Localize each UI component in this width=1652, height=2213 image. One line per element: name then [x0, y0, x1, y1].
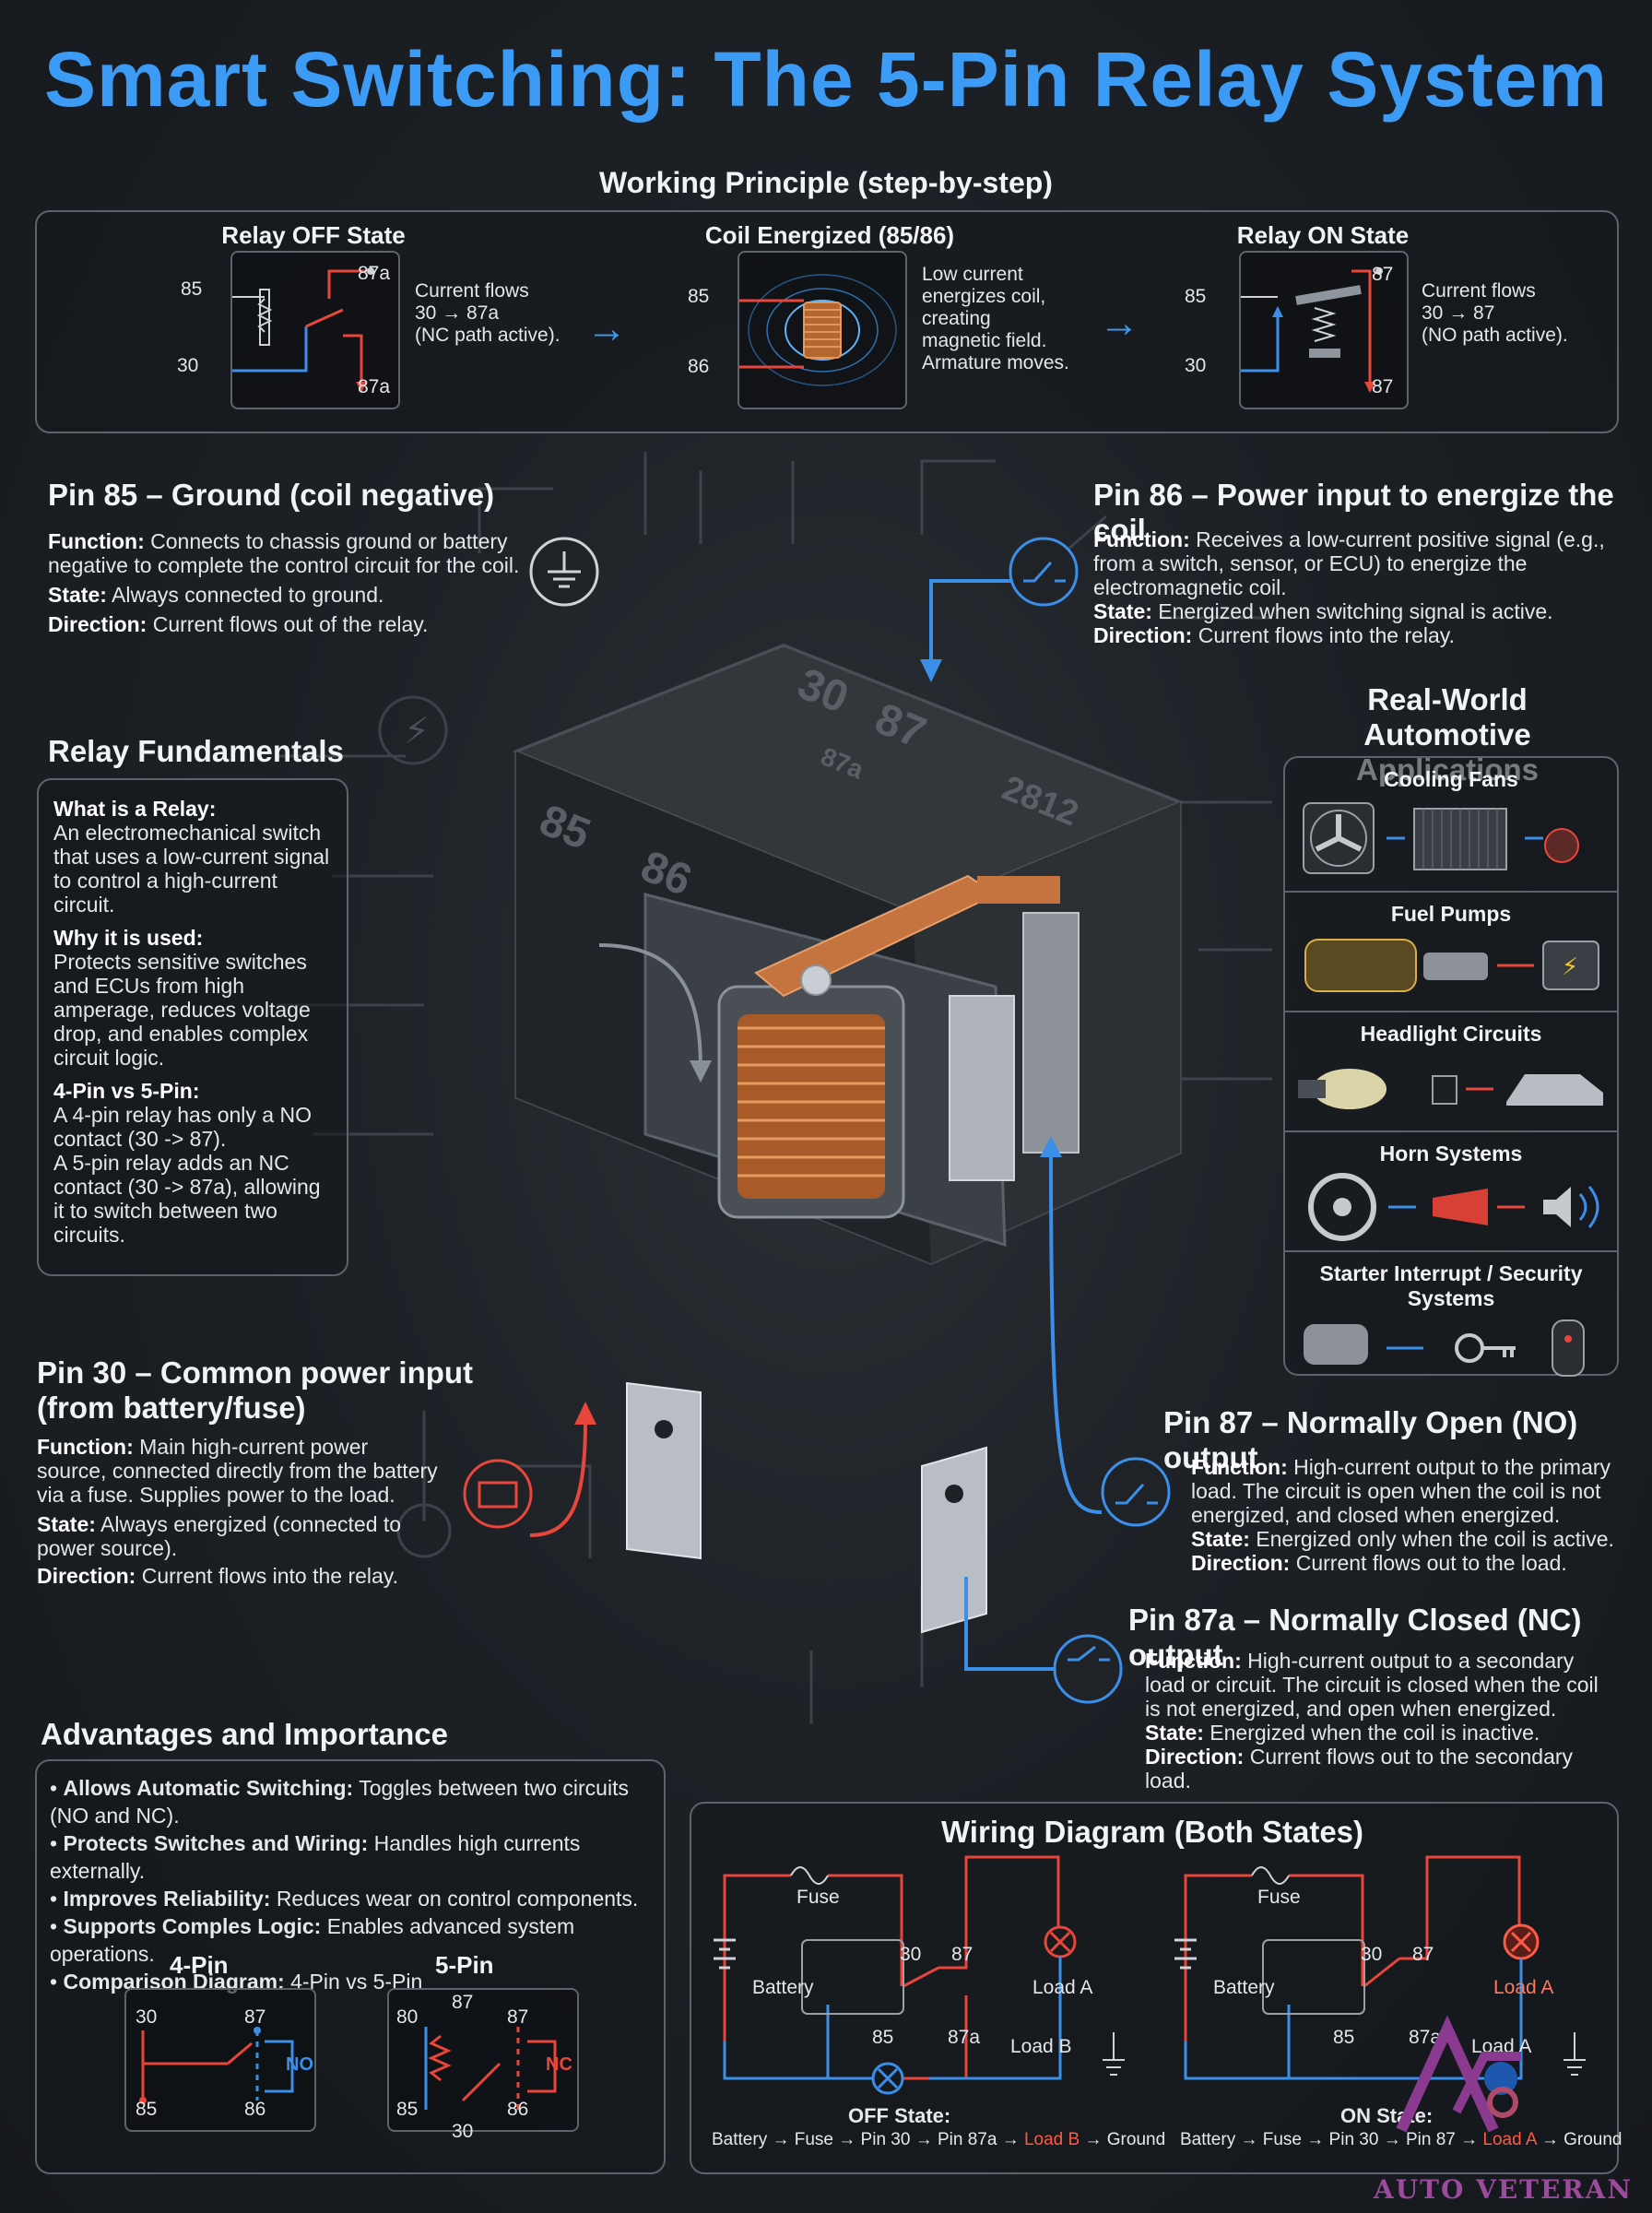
pin30-body: Function: Main high-current power source… [37, 1435, 438, 1588]
pin-label: 87 [452, 1992, 474, 2013]
applications-panel: Cooling Fans Fuel Pumps ⚡ Headlight Circ… [1283, 756, 1619, 1377]
pin-label: 30 [1185, 355, 1207, 376]
pin-label: 30 [900, 1944, 922, 1965]
pin-label: 86 [688, 356, 710, 377]
pin-label: 87a [358, 263, 391, 284]
pin-label: 85 [136, 2099, 158, 2120]
fuel-pump-icon: ⚡ [1304, 939, 1599, 992]
step-energized-desc: Low current energizes coil, creating mag… [922, 264, 1069, 373]
relay-illustration: ⚡ [277, 452, 1272, 1724]
advantage-item: Protects Switches and Wiring: Handles hi… [50, 1829, 649, 1885]
advantage-item: Improves Reliability: Reduces wear on co… [50, 1885, 649, 1912]
pin-label: 80 [396, 2006, 419, 2028]
load-b-label: Load B [1010, 2036, 1072, 2057]
pin-label: 87 [244, 2006, 266, 2028]
pin-label: 87 [951, 1944, 974, 1965]
advantage-item: Allows Automatic Switching: Toggles betw… [50, 1774, 649, 1829]
on-state-circuit [1174, 1855, 1586, 2095]
pin87a-heading: Pin 87a – Normally Closed (NC) output [1128, 1603, 1582, 1672]
pin86-body: Function: Receives a low-current positiv… [1093, 527, 1605, 647]
headlight-icon [1298, 1069, 1603, 1109]
step-on-desc: Current flows 30 → 87 (NO path active). [1422, 280, 1568, 346]
pin87-body: Function: High-current output to the pri… [1191, 1455, 1614, 1575]
pin-label: 86 [507, 2099, 529, 2120]
pin-label: 30 [177, 355, 199, 376]
wiring-panel [690, 1802, 1619, 2174]
step-on-diagram [1239, 251, 1409, 409]
fundamentals-heading: Relay Fundamentals [48, 734, 344, 768]
pin-label: 87a [1409, 2027, 1442, 2048]
on-state-path: Battery → Fuse → Pin 30 → Pin 87 → Load … [1180, 2130, 1622, 2149]
advantage-item: Supports Comples Logic: Enables advanced… [50, 1912, 649, 1968]
step-off-diagram [230, 251, 400, 409]
five-pin-title: 5-Pin [435, 1951, 494, 1979]
wiring-heading: Wiring Diagram (Both States) [940, 1815, 1364, 1849]
app-fuel-pumps: Fuel Pumps ⚡ [1285, 891, 1617, 1012]
pin-label: 85 [396, 2099, 419, 2120]
step-off-desc: Current flows 30 → 87a (NC path active). [415, 280, 560, 346]
pin-label: 87a [358, 376, 391, 397]
pin-label: 30 [136, 2006, 158, 2028]
svg-text:⚡: ⚡ [404, 711, 430, 751]
pin-label: 85 [872, 2027, 894, 2048]
pin-label: 85 [181, 278, 203, 300]
off-state-label: OFF State: [848, 2104, 951, 2127]
advantages-panel: Allows Automatic Switching: Toggles betw… [35, 1759, 666, 2174]
pin30-heading: Pin 30 – Common power input (from batter… [37, 1355, 474, 1425]
advantages-heading: Advantages and Importance [41, 1717, 448, 1751]
five-pin-diagram [387, 1988, 579, 2132]
pin-label: 87 [1412, 1944, 1434, 1965]
pin87-heading: Pin 87 – Normally Open (NO) output [1163, 1405, 1578, 1474]
fan-icon [1303, 802, 1579, 874]
brand-name: AUTO VETERAN [1374, 2174, 1633, 2205]
battery-label: Battery [752, 1977, 814, 1998]
five-pin-tag: NC [546, 2054, 572, 2075]
pin-label: 85 [688, 286, 710, 307]
app-cooling-fans: Cooling Fans [1285, 758, 1617, 891]
pin-label: 30 [452, 2121, 474, 2142]
wiring-diagram-svg [714, 1855, 1586, 2095]
battery-label: Battery [1213, 1977, 1275, 1998]
four-pin-title: 4-Pin [170, 1951, 229, 1979]
pin86-heading: Pin 86 – Power input to energize the coi… [1093, 478, 1614, 547]
step-off-title: Relay OFF State [221, 221, 406, 249]
brand-logo-icon [1396, 2015, 1521, 2133]
pin-label: 87 [1372, 376, 1394, 397]
arrow-right-icon: → [586, 306, 627, 351]
pin-label: 87a [948, 2027, 981, 2048]
pin85-heading: Pin 85 – Ground (coil negative) [48, 478, 495, 512]
app-horn-systems: Horn Systems [1285, 1130, 1617, 1252]
svg-text:⚡: ⚡ [1562, 953, 1578, 980]
pin-label: 87 [1372, 264, 1394, 285]
fuse-label: Fuse [1257, 1887, 1301, 1908]
four-pin-tag: NO [286, 2054, 313, 2075]
off-state-circuit [714, 1855, 1125, 2095]
step-on-title: Relay ON State [1236, 221, 1410, 249]
pin-label: 85 [1333, 2027, 1355, 2048]
arrow-right-icon: → [1099, 301, 1139, 346]
starter-icon [1304, 1320, 1585, 1377]
app-starter-security: Starter Interrupt / Security Systems [1285, 1250, 1617, 1377]
fuse-label: Fuse [796, 1887, 840, 1908]
load-a-label: Load A [1493, 1977, 1554, 1998]
on-state-label: ON State: [1340, 2104, 1434, 2127]
off-state-path: Battery → Fuse → Pin 30 → Pin 87a → Load… [712, 2130, 1166, 2149]
pin-label: 85 [1185, 286, 1207, 307]
page-title: Smart Switching: The 5-Pin Relay System [43, 36, 1609, 123]
pin-label: 86 [244, 2099, 266, 2120]
app-headlight-circuits: Headlight Circuits [1285, 1011, 1617, 1132]
load-a-label: Load A [1032, 1977, 1093, 1998]
pin85-body: Function: Connects to chassis ground or … [48, 529, 520, 636]
pin-label: 30 [1361, 1944, 1383, 1965]
step-energized-title: Coil Energized (85/86) [704, 221, 955, 249]
pin-label: 87 [507, 2006, 529, 2028]
four-pin-diagram [124, 1988, 316, 2132]
fundamentals-panel: What is a Relay: An electromechanical sw… [37, 778, 348, 1276]
step-energized-diagram [738, 251, 907, 409]
pin87a-body: Function: High-current output to a secon… [1145, 1649, 1599, 1793]
horn-icon [1308, 1173, 1599, 1241]
working-principle-heading: Working Principle (step-by-step) [599, 166, 1053, 199]
